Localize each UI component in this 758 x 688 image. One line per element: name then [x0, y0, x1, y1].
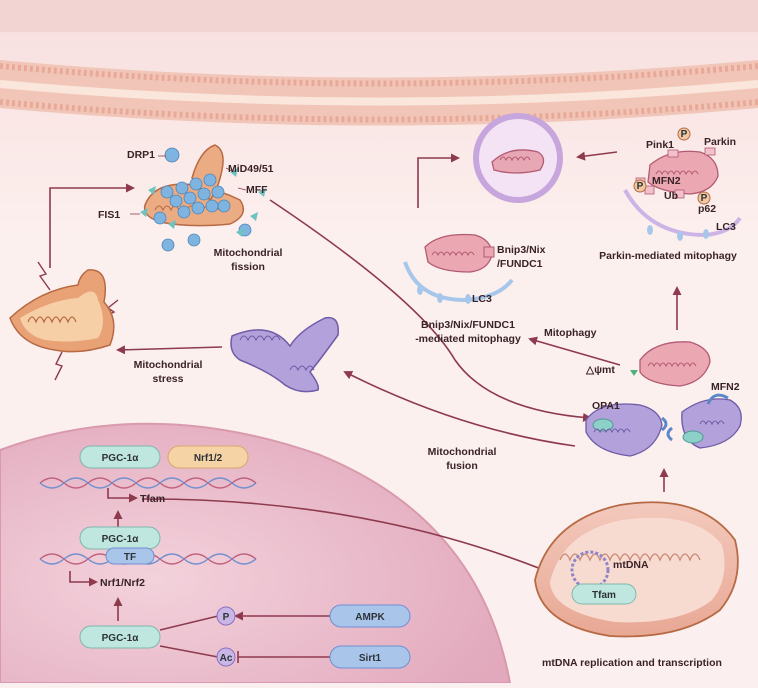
- depolarized-mitochondrion: [630, 341, 711, 387]
- autophagosome: [473, 113, 563, 203]
- bnip-mitophagy-complex: [403, 233, 514, 304]
- arrow-nrf-promoter: [69, 571, 98, 587]
- fission-leader-lines: [130, 155, 247, 215]
- p-modification: P: [223, 612, 230, 623]
- parkin-mitophagy-complex: [623, 127, 742, 241]
- sirt1: Sirt1: [359, 653, 382, 664]
- label-bnip-receptor-2: /FUNDC1: [497, 258, 543, 270]
- nrf12: Nrf1/2: [194, 453, 223, 464]
- label-mff: MFF: [246, 184, 268, 196]
- line-pgc1a-to-ac: [159, 645, 219, 658]
- protein-pills: [79, 445, 637, 669]
- label-bnip-title-2: -mediated mitophagy: [415, 333, 521, 345]
- label-fusion-mfn2: MFN2: [711, 381, 740, 393]
- label-p-badge-p62: P: [701, 193, 708, 204]
- label-fission-line1: Mitochondrial: [214, 247, 283, 259]
- cell-membrane: [0, 60, 758, 126]
- label-mitophagy-arrow: Mitophagy: [544, 327, 597, 339]
- mito-tfam: Tfam: [592, 590, 616, 601]
- label-p-badge-mfn2: P: [637, 181, 644, 192]
- pgc1a-bottom: PGC-1α: [102, 633, 140, 644]
- pgc1a-mid: PGC-1α: [102, 534, 140, 545]
- label-mid4951: MiD49/51: [228, 163, 274, 175]
- label-p-badge-pink1: P: [681, 129, 688, 140]
- label-parkin: Parkin: [704, 136, 736, 148]
- label-stress-line2: stress: [153, 373, 184, 385]
- extracellular-space: [0, 0, 758, 32]
- purple-mitochondrion: [230, 316, 339, 393]
- drp1-oligomers: [153, 147, 252, 252]
- label-parkin-lc3: LC3: [716, 221, 736, 233]
- pgc1a-top: PGC-1α: [102, 453, 140, 464]
- arrow-mitophagy: [528, 336, 621, 366]
- label-p62: p62: [698, 203, 716, 215]
- label-fis1: FIS1: [98, 209, 120, 221]
- stressed-mitochondrion: [9, 269, 115, 353]
- label-parkin-title: Parkin-mediated mitophagy: [599, 250, 737, 262]
- label-tfam-gene: Tfam: [140, 493, 165, 505]
- tf: TF: [124, 552, 136, 563]
- label-fusion-line1: Mitochondrial: [428, 446, 497, 458]
- line-pgc1a-to-p: [159, 615, 219, 631]
- label-delta-psi: △ψmt: [585, 364, 615, 376]
- label-mtdna-caption: mtDNA replication and transcription: [542, 657, 722, 669]
- label-mtdna: mtDNA: [613, 559, 649, 571]
- label-stress-line1: Mitochondrial: [134, 359, 203, 371]
- label-bnip-title-1: Bnip3/Nix/FUNDC1: [421, 319, 515, 331]
- arrow-stress-to-fission: [49, 183, 135, 268]
- label-pink1: Pink1: [646, 139, 674, 151]
- label-fission-line2: fission: [231, 261, 265, 273]
- arrow-bnip-to-autophagosome: [417, 153, 460, 208]
- pathway-arrows: [49, 151, 682, 663]
- arrow-tfam-to-mtdna: [141, 498, 577, 585]
- arrow-fusion: [343, 371, 576, 447]
- label-opa1: OPA1: [592, 400, 620, 412]
- arrow-to-mitochondrial-stress: [116, 345, 223, 355]
- fusion-mitochondria: [585, 393, 742, 457]
- ampk: AMPK: [355, 612, 385, 623]
- label-bnip-lc3: LC3: [472, 293, 492, 305]
- label-fusion-line2: fusion: [446, 460, 478, 472]
- label-nrf1nrf2: Nrf1/Nrf2: [100, 577, 145, 589]
- label-bnip-receptor-1: Bnip3/Nix: [497, 244, 546, 256]
- arrow-fission-to-fusion: [269, 199, 592, 422]
- arrow-parkin-to-autophagosome: [576, 151, 618, 161]
- label-parkin-mfn2: MFN2: [652, 175, 681, 187]
- arrow-tfam-promoter: [107, 488, 138, 503]
- label-drp1: DRP1: [127, 149, 155, 161]
- ac-modification: Ac: [220, 653, 233, 664]
- label-ub: Ub: [664, 190, 678, 202]
- fission-adaptors: [140, 168, 266, 237]
